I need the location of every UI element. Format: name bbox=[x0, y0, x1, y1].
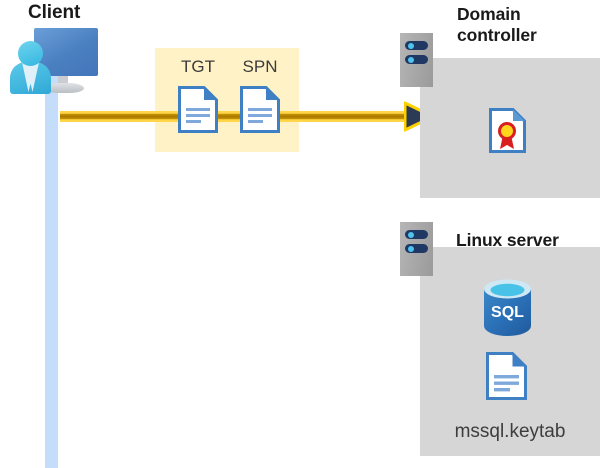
svg-text:SQL: SQL bbox=[491, 304, 524, 321]
tgt-label: TGT bbox=[181, 57, 215, 76]
rack-led-top bbox=[408, 231, 414, 238]
rack-bar-top bbox=[405, 41, 428, 50]
page-title-domain-controller: Domain controller bbox=[457, 4, 537, 45]
rack-bar-top bbox=[405, 230, 428, 239]
rack-led-top bbox=[408, 42, 414, 49]
rack-bar-bottom bbox=[405, 55, 428, 64]
spn-document-icon bbox=[240, 86, 280, 133]
arrow-head-icon bbox=[403, 101, 435, 132]
client-computer-user-icon bbox=[8, 28, 100, 100]
sql-database-icon: SQL bbox=[482, 279, 533, 336]
page-title-linux-server: Linux server bbox=[456, 230, 559, 250]
spn-label: SPN bbox=[242, 57, 278, 76]
person-head-icon bbox=[18, 41, 43, 66]
certificate-document-icon bbox=[489, 108, 526, 153]
tgt-document-icon bbox=[178, 86, 218, 133]
linux-server-server-rack-icon bbox=[400, 222, 433, 276]
rack-led-bottom bbox=[408, 245, 414, 252]
client-to-domain-controller-arrow-line bbox=[60, 111, 416, 122]
monitor-stand-neck bbox=[58, 76, 68, 85]
keytab-document-icon bbox=[486, 352, 527, 400]
rack-bar-bottom bbox=[405, 244, 428, 253]
keytab-file-label: mssql.keytab bbox=[454, 421, 566, 442]
monitor-stand-base bbox=[44, 83, 84, 93]
rack-led-bottom bbox=[408, 56, 414, 63]
client-lifeline bbox=[45, 66, 58, 468]
domain-controller-server-rack-icon bbox=[400, 33, 433, 87]
page-title-client: Client bbox=[28, 2, 81, 23]
